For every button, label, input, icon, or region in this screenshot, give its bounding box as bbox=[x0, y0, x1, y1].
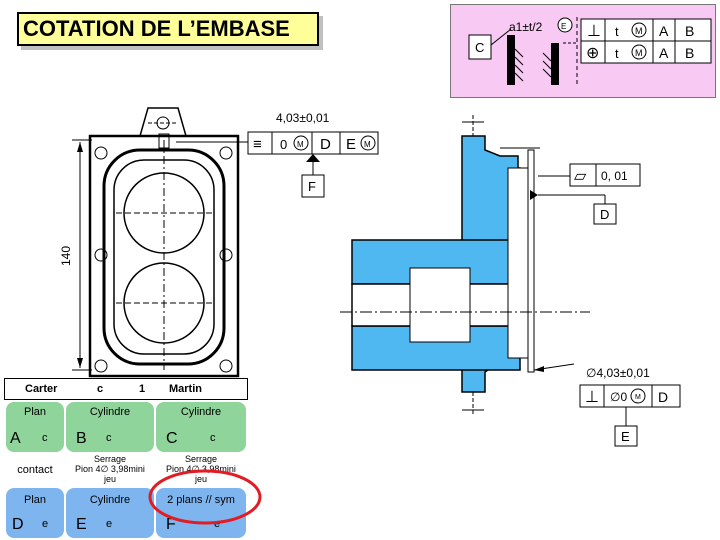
cell-sub: c bbox=[106, 432, 112, 444]
left-wall bbox=[507, 35, 515, 85]
fcf-left-datum-d: D bbox=[320, 136, 331, 153]
cell-sub: e bbox=[214, 518, 221, 530]
cell-title: 2 plans // sym bbox=[167, 494, 235, 506]
cell-letter: D bbox=[12, 516, 24, 533]
fcf-perpendicularity bbox=[579, 384, 681, 408]
fcf-left-datum-e: E bbox=[346, 136, 356, 153]
fcf-right-tol: ∅0 bbox=[610, 390, 627, 404]
inset-dimension: a1±t/2 bbox=[509, 20, 543, 34]
row1-mod: M bbox=[635, 26, 643, 36]
mmc-circle-icon bbox=[293, 135, 309, 151]
cell-letter: E bbox=[76, 516, 87, 533]
height-dimension: 140 bbox=[59, 246, 73, 266]
left-view bbox=[72, 107, 240, 378]
mmc-circle-icon bbox=[630, 388, 646, 404]
cell-plans-f: 2 plans // sym F e bbox=[156, 488, 246, 538]
flatness-symbol: ▱ bbox=[574, 168, 587, 185]
row2-datum-b: B bbox=[685, 45, 694, 61]
cell-serrage-b: Serrage Pion 4∅ 3,98mini jeu bbox=[75, 454, 145, 484]
row1-datum-a: A bbox=[659, 23, 669, 39]
datum-f-box bbox=[301, 174, 325, 198]
right-wall bbox=[551, 43, 559, 85]
cell-cylindre-b: Cylindre B c bbox=[66, 402, 154, 452]
mmc-circle-icon bbox=[631, 44, 647, 60]
fcf-left-datum-e-mod: M bbox=[364, 140, 371, 149]
bore-dimension: ∅4,03±0,01 bbox=[586, 366, 650, 380]
row1-tol: t bbox=[615, 24, 619, 39]
fixture-table: Carter c 1 Martin Plan A c Cylindre B c … bbox=[4, 378, 248, 538]
cell-cylindre-c: Cylindre C c bbox=[156, 402, 246, 452]
cell-title: Plan bbox=[23, 406, 47, 418]
perpendicularity-symbol: ⊥ bbox=[585, 389, 599, 406]
header-col2: 1 bbox=[139, 383, 146, 395]
symmetry-symbol: ≡ bbox=[253, 136, 262, 153]
cell-title: Cylindre bbox=[180, 406, 222, 418]
mmc-circle-icon bbox=[631, 22, 647, 38]
fcf-left-mod: M bbox=[297, 140, 304, 149]
flatness-tol: 0, 01 bbox=[601, 169, 628, 183]
datum-c-box bbox=[468, 34, 492, 60]
datum-d-label: D bbox=[600, 207, 609, 222]
inset-drawing: C a1±t/2 E ⊥ t M A B ⊕ t M A bbox=[468, 17, 712, 85]
cell-letter: F bbox=[166, 516, 176, 533]
datum-c-label: C bbox=[475, 40, 484, 55]
header-part-name: Carter bbox=[25, 383, 58, 395]
header-author: Martin bbox=[169, 383, 202, 395]
cell-sub: c bbox=[42, 432, 48, 444]
datum-e-box bbox=[614, 425, 638, 447]
cell-sub: c bbox=[210, 432, 216, 444]
datum-c-leader bbox=[490, 28, 512, 46]
cell-plan-a: Plan A c bbox=[6, 402, 64, 452]
row2-mod: M bbox=[635, 48, 643, 58]
right-view bbox=[340, 115, 590, 415]
row2-tol: t bbox=[615, 46, 619, 61]
cell-serrage-c: Serrage Pion 4∅ 3,98mini jeu bbox=[166, 454, 236, 484]
header-col1: c bbox=[97, 383, 104, 395]
fcf-right-datum-d: D bbox=[658, 389, 668, 405]
row1-datum-b: B bbox=[685, 23, 694, 39]
face-d bbox=[527, 149, 535, 373]
table-header: Carter c 1 Martin bbox=[4, 378, 248, 400]
fcf-right-mod: M bbox=[635, 394, 641, 401]
position-symbol: ⊕ bbox=[586, 45, 599, 62]
cell-sub: e bbox=[106, 518, 113, 530]
row2-datum-a: A bbox=[659, 45, 669, 61]
e-circle-label: E bbox=[561, 22, 566, 31]
cell-title: Cylindre bbox=[89, 494, 131, 506]
cell-sub: e bbox=[42, 518, 49, 530]
fcf-symmetry bbox=[247, 131, 379, 155]
fcf-left-tol: 0 bbox=[280, 137, 287, 152]
tolerance-inset: C a1±t/2 E ⊥ t M A B ⊕ t M A bbox=[450, 4, 716, 98]
cell-letter: A bbox=[10, 430, 21, 447]
datum-d-box bbox=[593, 203, 617, 225]
datum-e-label: E bbox=[621, 429, 630, 444]
fcf-flatness bbox=[538, 163, 641, 187]
cell-plan-d: Plan D e bbox=[6, 488, 64, 538]
page-title: COTATION DE L’EMBASE bbox=[17, 12, 319, 46]
cell-letter: B bbox=[76, 430, 87, 447]
datum-f-label: F bbox=[308, 179, 316, 194]
cell-cylindre-e: Cylindre E e bbox=[66, 488, 154, 538]
perpendicularity-symbol: ⊥ bbox=[587, 23, 601, 40]
mmc-circle-icon bbox=[360, 135, 376, 151]
e-circle-icon bbox=[557, 17, 573, 33]
cell-title: Cylindre bbox=[89, 406, 131, 418]
cell-title: Plan bbox=[23, 494, 47, 506]
slot-dimension: 4,03±0,01 bbox=[276, 111, 330, 125]
cell-letter: C bbox=[166, 430, 178, 447]
cell-contact: contact bbox=[17, 464, 53, 476]
